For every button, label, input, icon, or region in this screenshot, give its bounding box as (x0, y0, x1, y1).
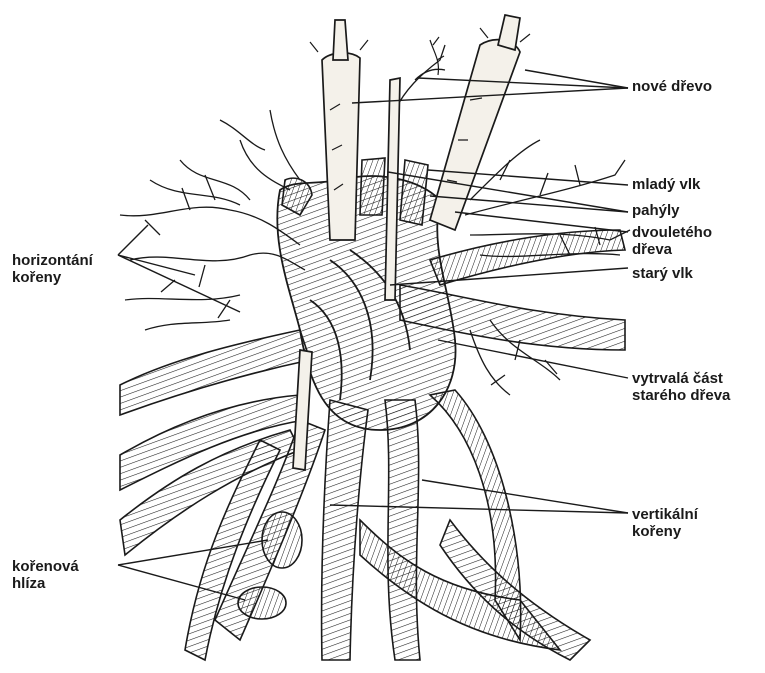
label-horizontal-roots-line2: kořeny (12, 269, 93, 286)
label-old-shoot-text: starý vlk (632, 265, 693, 282)
label-vertical-roots-line1: vertikální (632, 506, 698, 523)
label-young-shoot: mladý vlk (632, 176, 700, 193)
label-new-wood-text: nové dřevo (632, 78, 712, 95)
label-two-year-wood: dvouletého dřeva (632, 224, 712, 258)
label-horizontal-roots: horizontání kořeny (12, 252, 93, 286)
label-root-tuber-line1: kořenová (12, 558, 79, 575)
label-perennial-old-wood-line2: starého dřeva (632, 387, 730, 404)
label-two-year-wood-line2: dřeva (632, 241, 712, 258)
label-root-tuber-line2: hlíza (12, 575, 79, 592)
label-old-shoot: starý vlk (632, 265, 693, 282)
label-stubs-text: pahýly (632, 202, 680, 219)
label-new-wood: nové dřevo (632, 78, 712, 95)
label-two-year-wood-line1: dvouletého (632, 224, 712, 241)
label-perennial-old-wood-line1: vytrvalá část (632, 370, 730, 387)
label-perennial-old-wood: vytrvalá část starého dřeva (632, 370, 730, 404)
label-stubs: pahýly (632, 202, 680, 219)
label-horizontal-roots-line1: horizontání (12, 252, 93, 269)
label-root-tuber: kořenová hlíza (12, 558, 79, 592)
label-young-shoot-text: mladý vlk (632, 176, 700, 193)
label-vertical-roots-line2: kořeny (632, 523, 698, 540)
label-vertical-roots: vertikální kořeny (632, 506, 698, 540)
